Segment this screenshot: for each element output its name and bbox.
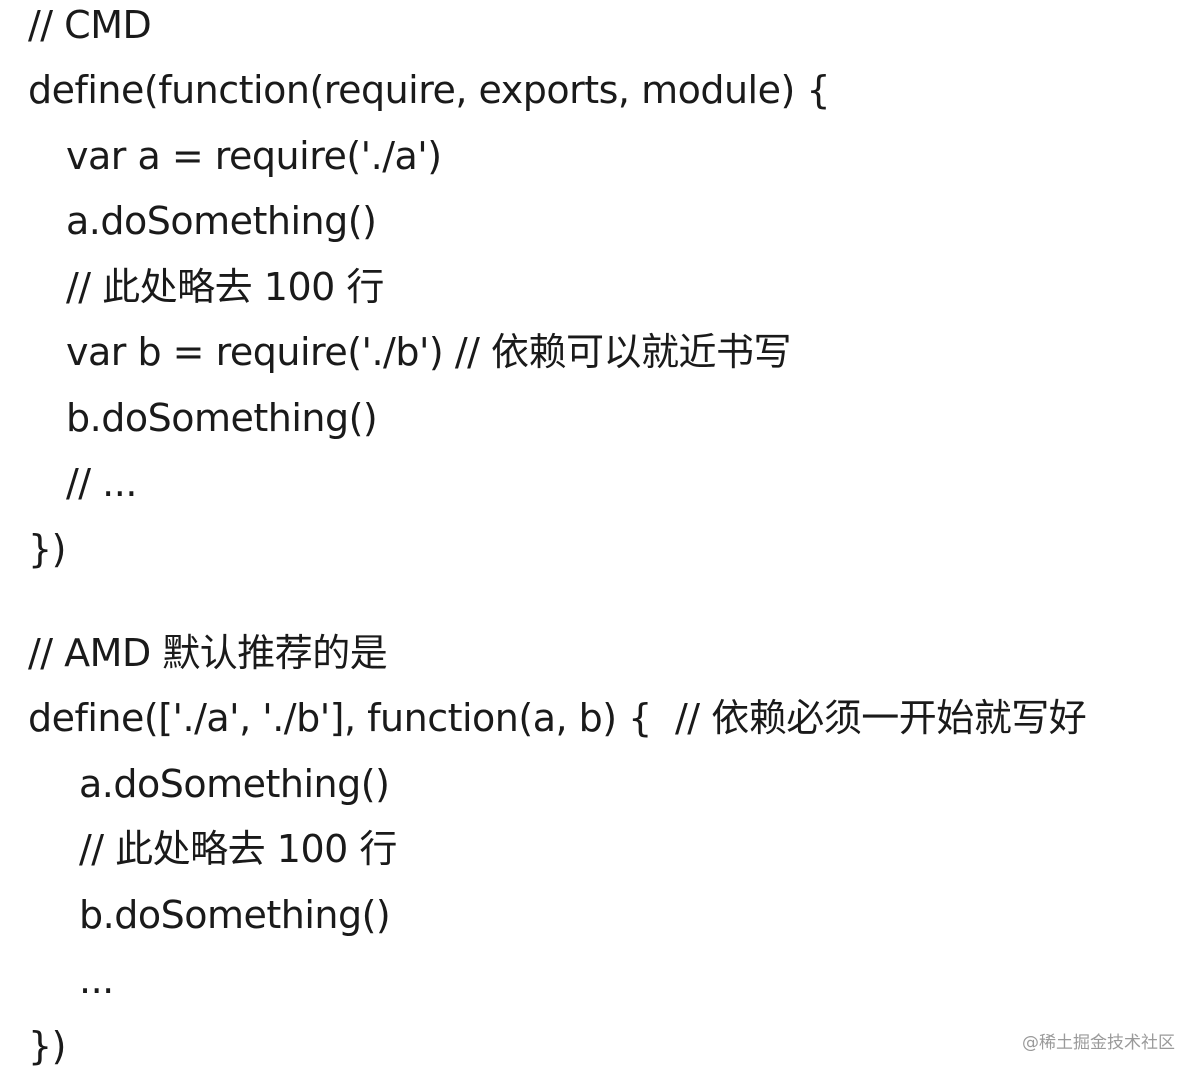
cmd-closing-line: }): [28, 527, 67, 571]
cmd-require-b-line: var b = require('./b') // 依赖可以就近书写: [66, 330, 792, 374]
amd-define-line: define(['./a', './b'], function(a, b) { …: [28, 696, 1087, 740]
cmd-do-something-a-line: a.doSomething(): [66, 199, 377, 243]
cmd-do-something-b-line: b.doSomething(): [66, 396, 378, 440]
watermark-text: @稀土掘金技术社区: [1022, 1033, 1175, 1053]
amd-comment-line: // AMD 默认推荐的是: [28, 631, 388, 675]
amd-do-something-b-line: b.doSomething(): [79, 893, 391, 937]
cmd-ellipsis-comment-line: // ...: [66, 461, 137, 505]
amd-omitted-comment-line: // 此处略去 100 行: [79, 827, 397, 871]
cmd-omitted-comment-line: // 此处略去 100 行: [66, 265, 384, 309]
cmd-require-a-line: var a = require('./a'): [66, 134, 442, 178]
cmd-comment-line: // CMD: [28, 3, 152, 47]
amd-closing-line: }): [28, 1024, 67, 1068]
cmd-define-line: define(function(require, exports, module…: [28, 68, 831, 112]
amd-ellipsis-line: ...: [79, 958, 114, 1002]
amd-do-something-a-line: a.doSomething(): [79, 762, 390, 806]
